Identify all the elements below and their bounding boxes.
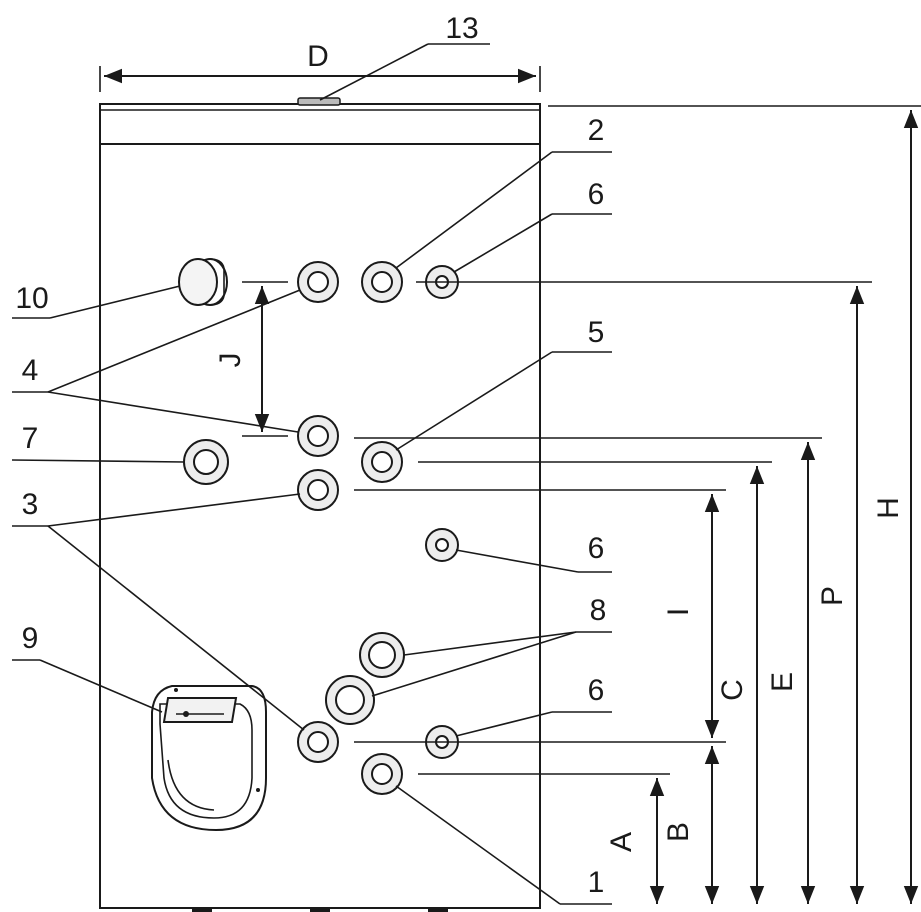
callout-4-label: 4 (22, 354, 39, 387)
dimension-j-label: J (214, 353, 247, 368)
port-1 (361, 753, 403, 795)
tank-body (99, 97, 541, 912)
callout-6-bottom-label: 6 (588, 674, 605, 707)
port-8-upper (359, 632, 405, 678)
port-3-upper (297, 469, 339, 511)
dimension-d: D (99, 40, 541, 92)
callout-10-label: 10 (15, 282, 48, 315)
dimension-p-label: P (816, 586, 849, 606)
port-4-lower (297, 415, 339, 457)
callout-6-top-label: 6 (588, 178, 605, 211)
knob-10 (178, 258, 228, 306)
port-rings (183, 261, 459, 795)
callout-6-middle-label: 6 (588, 532, 605, 565)
dimension-h-label: H (872, 497, 905, 519)
port-8-lower (325, 675, 375, 725)
dimension-j: J (214, 281, 288, 437)
dimension-a-label: A (605, 832, 638, 852)
port-5 (361, 441, 403, 483)
port-2 (361, 261, 403, 303)
callout-8-label: 8 (590, 594, 607, 627)
dimension-e-label: E (766, 672, 799, 692)
port-7 (183, 439, 229, 485)
callout-13: 13 (319, 12, 490, 101)
dimension-labels: A B I C E P H (605, 497, 905, 852)
callout-5-label: 5 (588, 316, 605, 349)
port-4-upper (297, 261, 339, 303)
port-6-middle (425, 528, 459, 562)
extension-lines (354, 105, 921, 775)
dimension-b-label: B (662, 822, 695, 842)
callout-1-label: 1 (588, 866, 605, 899)
control-box-9 (151, 685, 267, 832)
callout-7-label: 7 (22, 422, 39, 455)
callout-2-label: 2 (588, 114, 605, 147)
dimension-d-label: D (307, 40, 329, 73)
vertical-dimensions (649, 110, 919, 904)
callout-3-label: 3 (22, 488, 39, 521)
callout-9-label: 9 (22, 622, 39, 655)
top-fitting (297, 97, 341, 106)
dimension-c-label: C (716, 679, 749, 701)
dimension-i-label: I (662, 608, 695, 616)
callout-13-label: 13 (445, 12, 478, 45)
port-3-lower (297, 721, 339, 763)
callout-labels: 2 6 10 5 4 7 3 6 8 9 6 1 (15, 114, 606, 899)
